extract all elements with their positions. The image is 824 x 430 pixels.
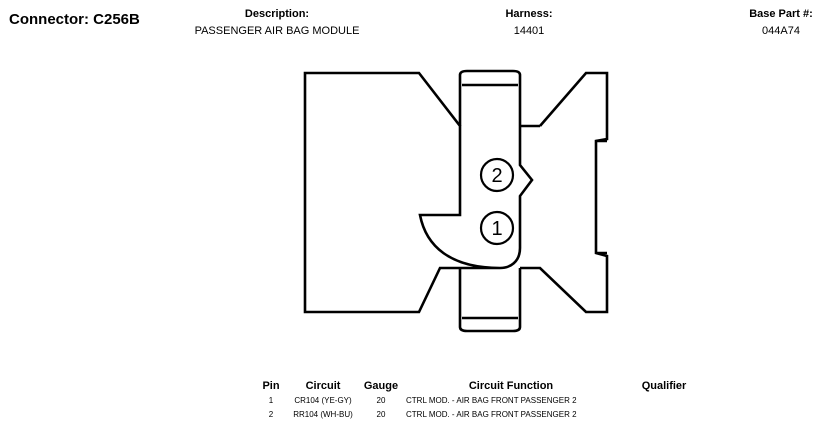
description-block: Description: PASSENGER AIR BAG MODULE [180,7,374,38]
cell-circuit-function: CTRL MOD. - AIR BAG FRONT PASSENGER 2 [406,395,577,405]
base-part-block: Base Part #: 044A74 [740,7,822,38]
connector-title: Connector: C256B [9,11,140,28]
col-header-pin: Pin [262,379,280,392]
table-row: 1 CR104 (YE-GY) 20 CTRL MOD. - AIR BAG F… [254,393,710,407]
cell-qualifier [618,393,710,407]
cell-circuit: RR104 (WH-BU) [293,409,353,419]
pin-cavity-1: 1 [479,210,515,246]
harness-value: 14401 [513,25,545,37]
cell-circuit: CR104 (YE-GY) [294,395,352,405]
pin-cavity-2: 2 [479,157,515,193]
pin-table-header-row: Pin Circuit Gauge Circuit Function Quali… [254,378,710,393]
connector-left-housing [303,71,501,314]
pin-circle-1 [479,210,515,246]
cell-pin: 2 [268,409,274,419]
col-header-circuit: Circuit [305,379,341,392]
harness-label: Harness: [505,8,553,20]
pin-circle-2 [479,157,515,193]
cell-gauge: 20 [376,409,386,419]
col-header-gauge: Gauge [363,379,399,392]
connector-side-latch [596,139,607,255]
cell-gauge: 20 [376,395,386,405]
pin-label-2: 2 [491,165,502,187]
description-value: PASSENGER AIR BAG MODULE [194,25,360,37]
harness-block: Harness: 14401 [490,7,568,38]
connector-right-housing [499,71,609,314]
table-row: 2 RR104 (WH-BU) 20 CTRL MOD. - AIR BAG F… [254,407,710,421]
base-part-label: Base Part #: [749,8,813,20]
col-header-qualifier: Qualifier [641,379,687,392]
connector-bottom-cap [458,268,522,333]
base-part-value: 044A74 [762,25,800,37]
cell-circuit-function: CTRL MOD. - AIR BAG FRONT PASSENGER 2 [406,409,577,419]
col-header-circuit-function: Circuit Function [468,379,554,392]
connector-top-cap [458,69,522,126]
description-label: Description: [244,8,310,20]
cell-qualifier [618,407,710,421]
pin-label-1: 1 [491,218,502,240]
cell-pin: 1 [268,395,274,405]
pin-table: Pin Circuit Gauge Circuit Function Quali… [254,378,710,421]
